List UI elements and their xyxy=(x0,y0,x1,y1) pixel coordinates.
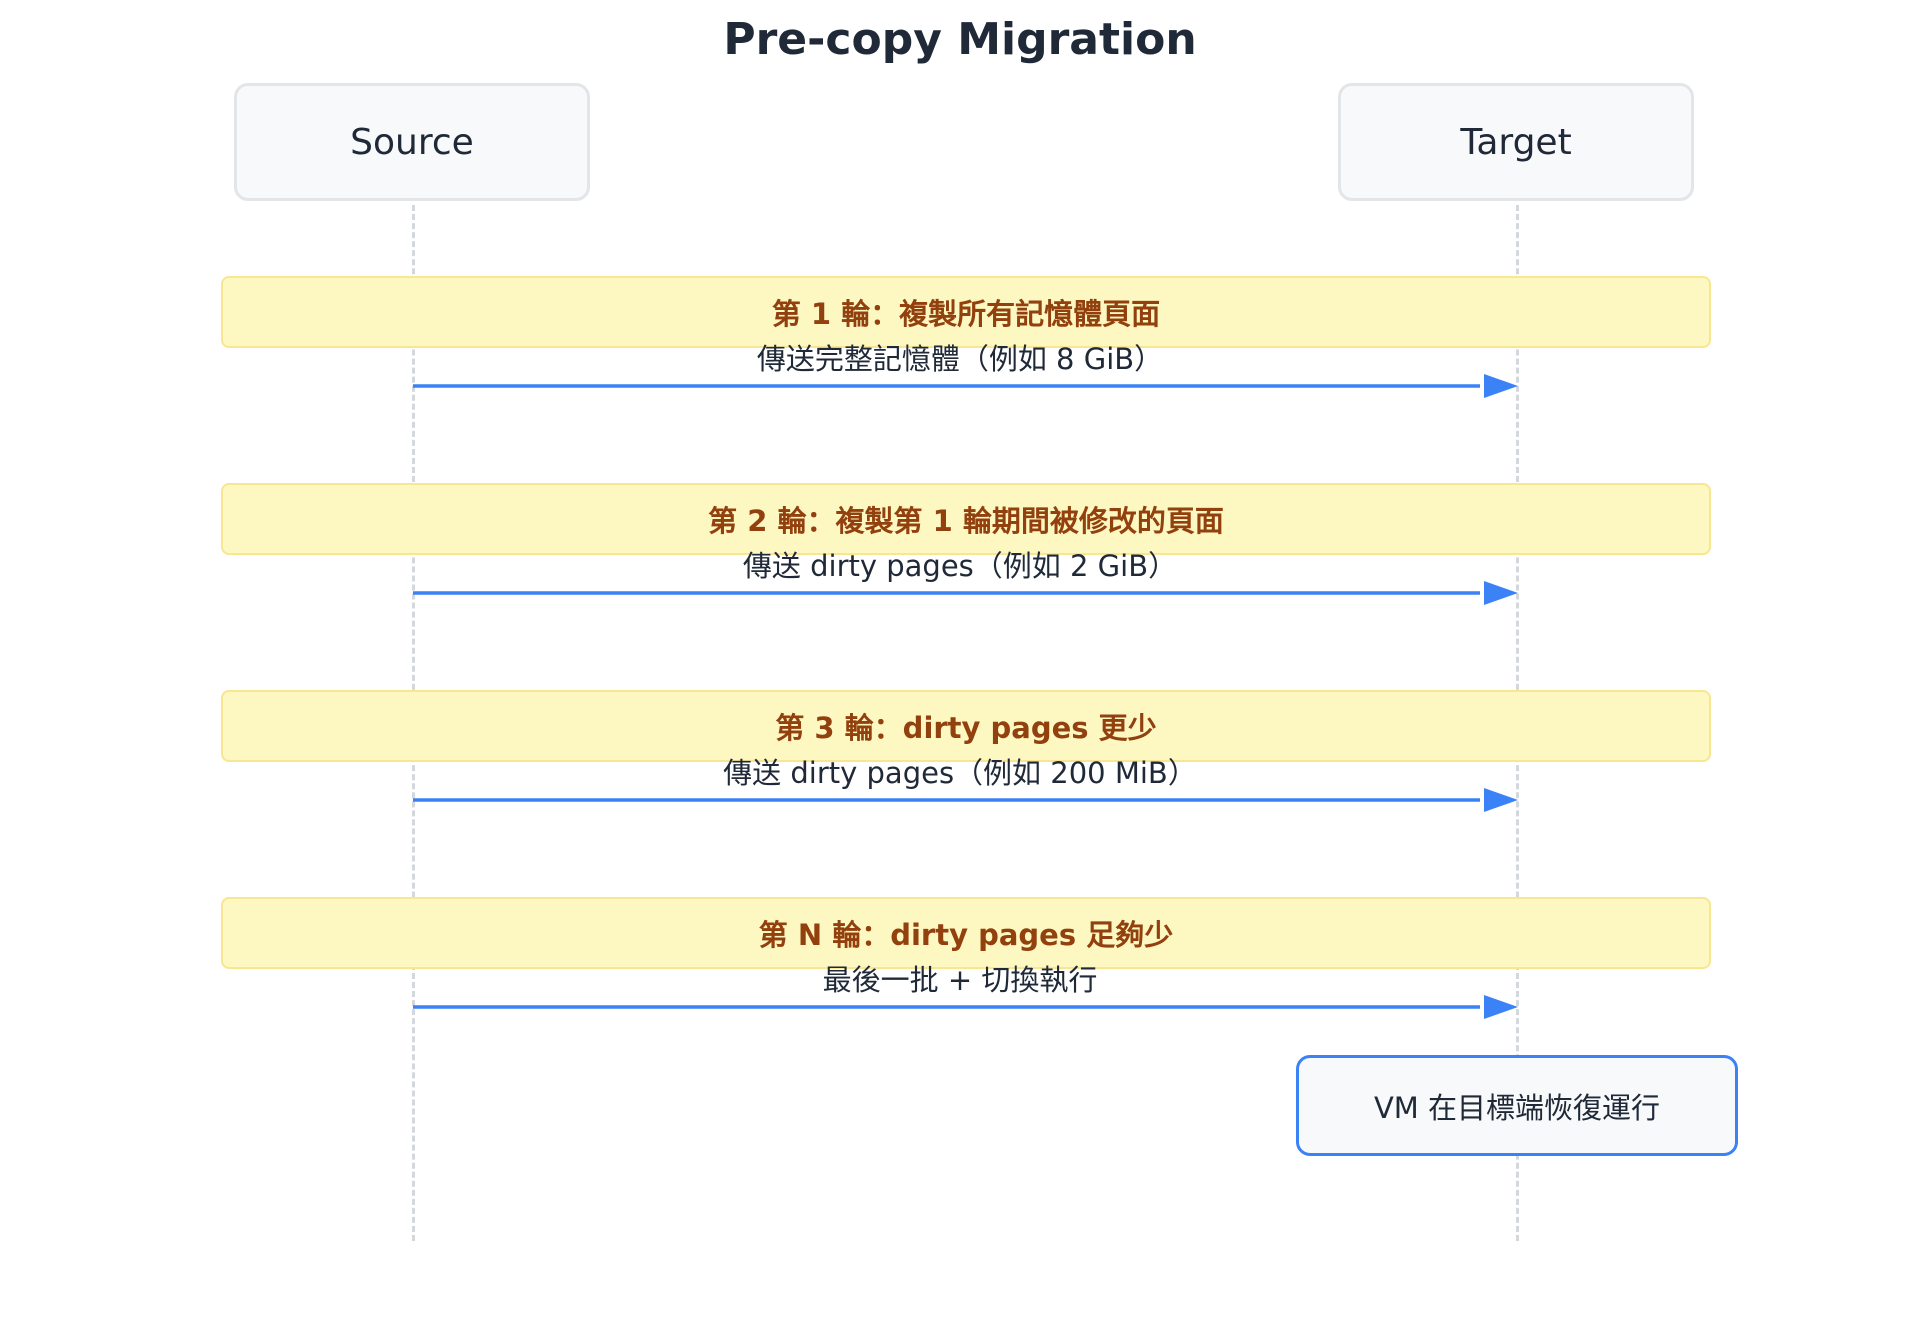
message-label-2: 傳送 dirty pages（例如 2 GiB） xyxy=(742,549,1178,583)
message-label-n: 最後一批 + 切換執行 xyxy=(822,963,1098,997)
round-note-n: 第 N 輪：dirty pages 足夠少 xyxy=(221,897,1711,969)
message-label-1: 傳送完整記憶體（例如 8 GiB） xyxy=(756,342,1164,376)
round-note-2: 第 2 輪：複製第 1 輪期間被修改的頁面 xyxy=(221,483,1711,555)
message-label-3: 傳送 dirty pages（例如 200 MiB） xyxy=(723,756,1197,790)
participant-source: Source xyxy=(234,83,590,201)
final-note-box: VM 在目標端恢復運行 xyxy=(1296,1055,1738,1156)
round-note-3: 第 3 輪：dirty pages 更少 xyxy=(221,690,1711,762)
round-note-1: 第 1 輪：複製所有記憶體頁面 xyxy=(221,276,1711,348)
participant-target: Target xyxy=(1338,83,1694,201)
diagram-title: Pre-copy Migration xyxy=(723,14,1197,65)
